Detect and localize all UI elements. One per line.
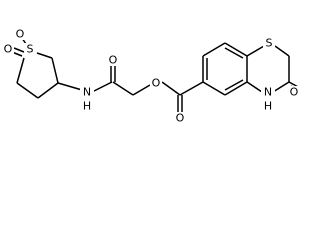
- bond-s-c2: [36, 52, 53, 59]
- bond-c5-s: [16, 57, 25, 84]
- svg-text:O: O: [109, 54, 118, 67]
- bond-cester-ring: [179, 81, 204, 96]
- atom-o-sulfone-1: O: [14, 28, 26, 41]
- bond-s-o2b: [13, 47, 25, 53]
- svg-text:N: N: [264, 86, 272, 99]
- bond-c2-c3: [51, 57, 59, 84]
- bond-oester-cester: [161, 81, 181, 96]
- atom-h-lactam: H: [262, 100, 274, 113]
- bond-c4-c5: [16, 82, 39, 99]
- svg-text:O: O: [16, 28, 25, 41]
- atom-s-sulfone: S: [24, 43, 36, 56]
- svg-text:O: O: [176, 112, 185, 125]
- bond-ar2-ar3: [202, 42, 226, 57]
- svg-text:N: N: [83, 86, 91, 99]
- bond-n-camide: [91, 81, 113, 93]
- atom-o-ester-carbonyl: O: [174, 112, 186, 125]
- bond-ar5-ar6-inner: [224, 79, 244, 91]
- atom-n-lactam: N: [261, 86, 275, 99]
- bond-ar6-ar1: [202, 81, 226, 96]
- bond-s-ch2: [274, 45, 290, 57]
- bond-camide-ch2: [112, 81, 134, 96]
- svg-text:S: S: [266, 37, 273, 50]
- bond-ch2-oester: [132, 84, 151, 96]
- svg-text:O: O: [152, 77, 161, 90]
- atom-s-ring: S: [263, 37, 275, 50]
- bond-ar3-ar4: [224, 42, 248, 57]
- molecule-structure: O O S N H O O O S N H O: [2, 28, 300, 125]
- bond-co-n: [272, 81, 290, 93]
- bond-c3-c4: [37, 82, 59, 99]
- svg-text:S: S: [27, 43, 34, 56]
- bond-n-ar5: [246, 81, 263, 93]
- atom-o-amide: O: [107, 54, 119, 67]
- bond-ar5-ar6: [224, 81, 248, 96]
- atom-o-ester-link: O: [150, 77, 162, 90]
- svg-text:O: O: [4, 43, 13, 56]
- atom-n-amide: N: [80, 86, 94, 99]
- svg-text:H: H: [83, 100, 91, 113]
- svg-text:O: O: [290, 86, 299, 99]
- atom-o-sulfone-2: O: [2, 43, 14, 56]
- atom-o-lactam: O: [288, 86, 300, 99]
- svg-text:H: H: [264, 100, 272, 113]
- bond-c3-n: [57, 82, 83, 91]
- bond-ar3-ar4-inner: [224, 47, 244, 59]
- bond-ar4-s: [246, 45, 265, 57]
- atom-h-amide: H: [81, 100, 93, 113]
